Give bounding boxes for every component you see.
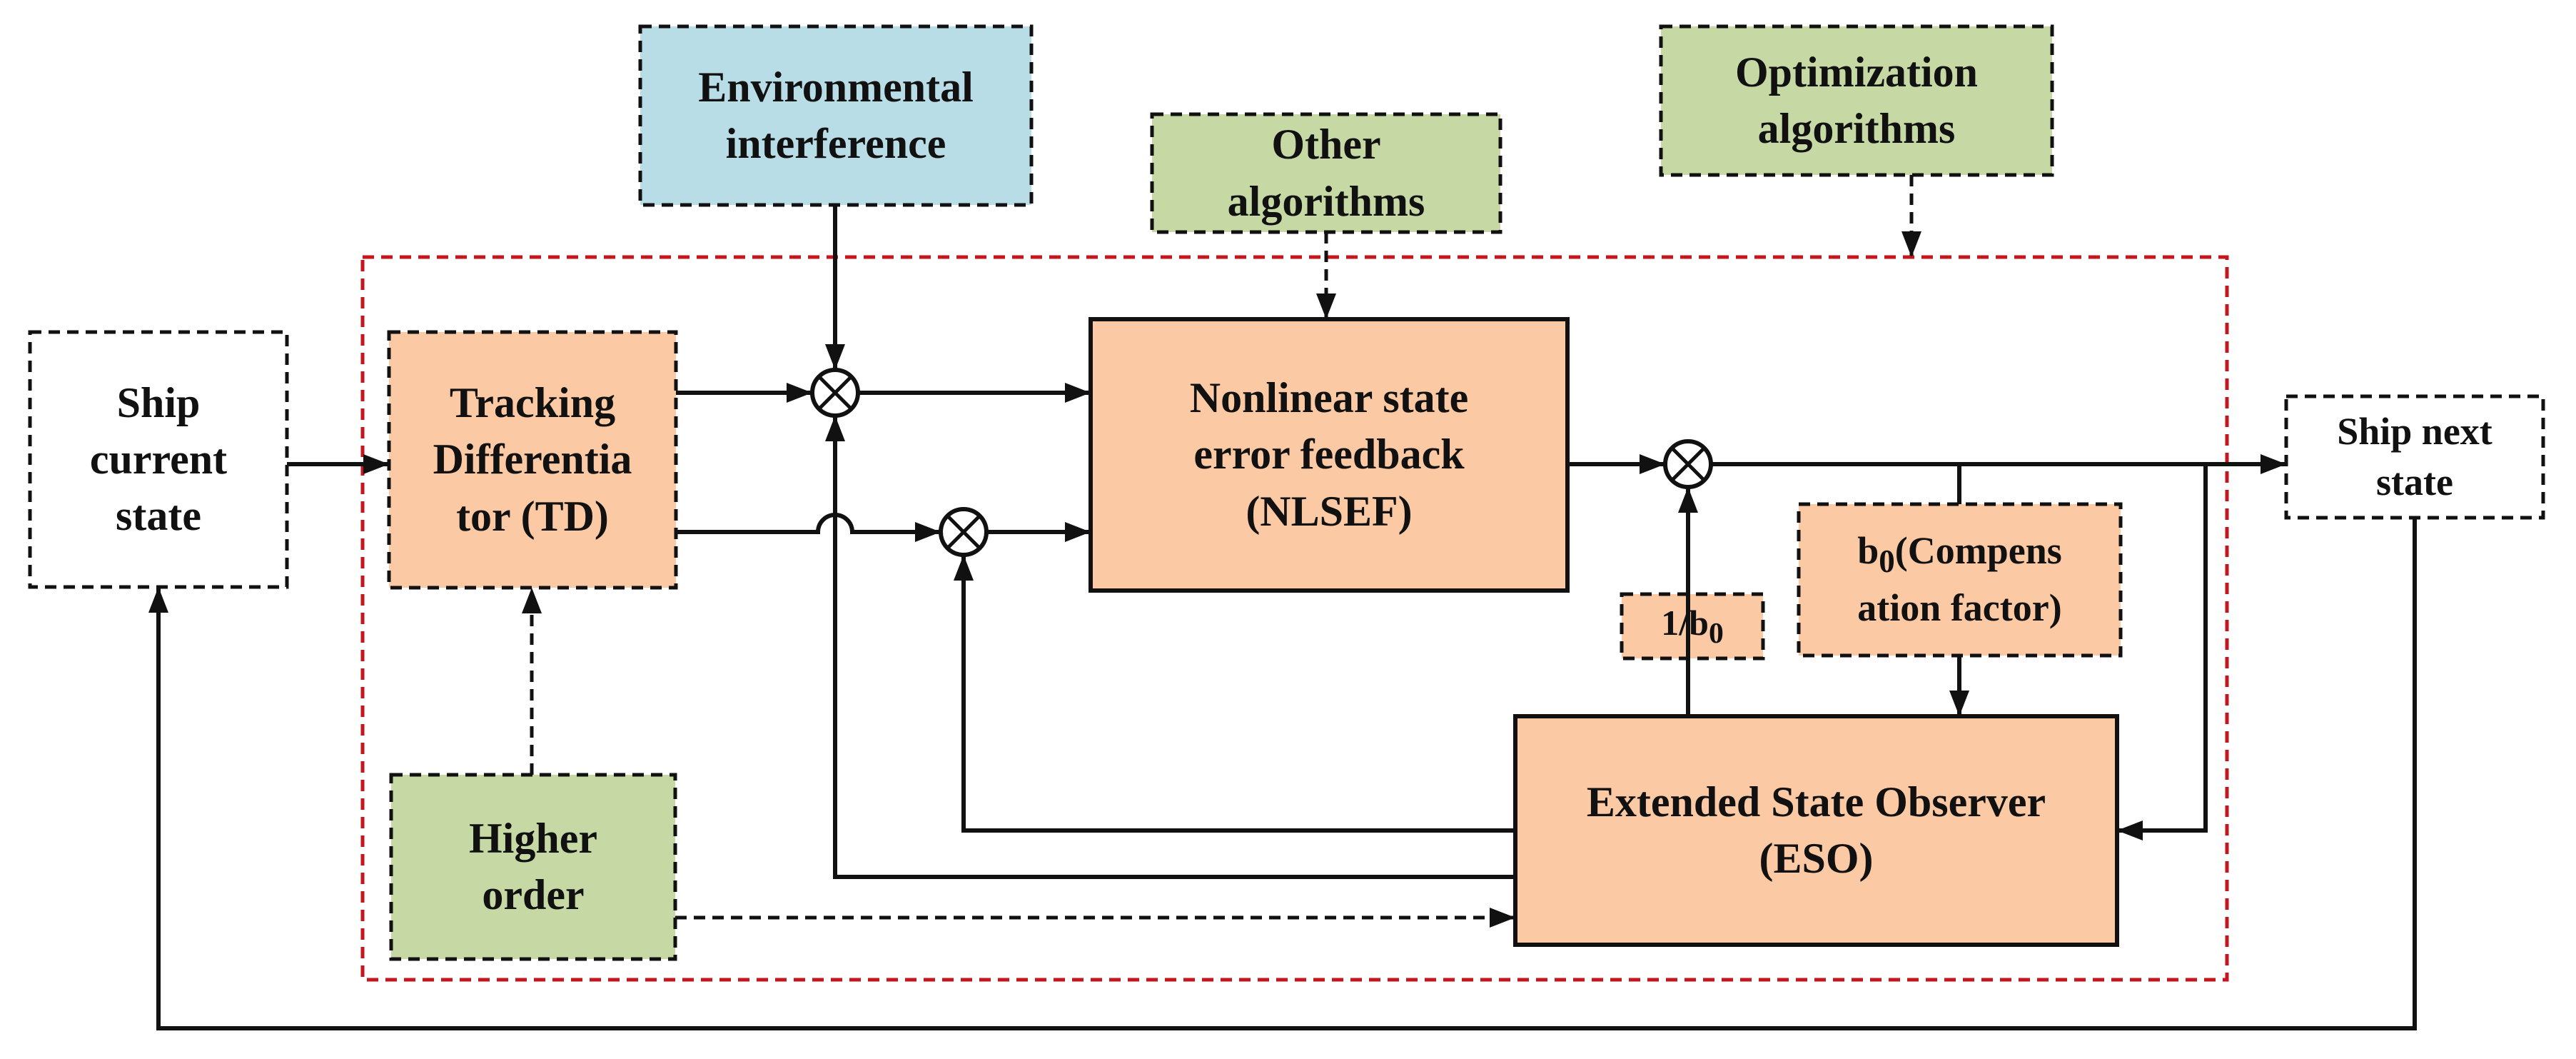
sum-td-derivative <box>939 507 989 557</box>
arrow-eso-to-sum1 <box>825 416 1515 879</box>
eso-block <box>1513 714 2119 947</box>
other-algorithms-block <box>1150 112 1502 234</box>
optimization-algorithms-block <box>1659 24 2054 177</box>
controller-boundary <box>360 255 2229 982</box>
ship-next-state-block <box>2284 394 2545 520</box>
arrow-output-to-eso <box>2117 464 2208 840</box>
sum-disturbance <box>810 368 860 418</box>
higher-order-block <box>389 773 677 961</box>
environmental-interference-block <box>638 24 1034 207</box>
tracking-differentiator-block <box>387 330 678 590</box>
arrow-td-to-sum2 <box>676 513 941 542</box>
nlsef-block <box>1089 317 1570 593</box>
arrow-feedback-next-to-current <box>148 518 2417 1030</box>
b0-compensation-block <box>1797 502 2123 658</box>
sum-control-output <box>1663 439 1713 489</box>
arrow-eso-to-sum2 <box>954 555 1515 833</box>
inverse-b0-block <box>1620 592 1765 661</box>
ship-current-state-block <box>28 330 289 589</box>
